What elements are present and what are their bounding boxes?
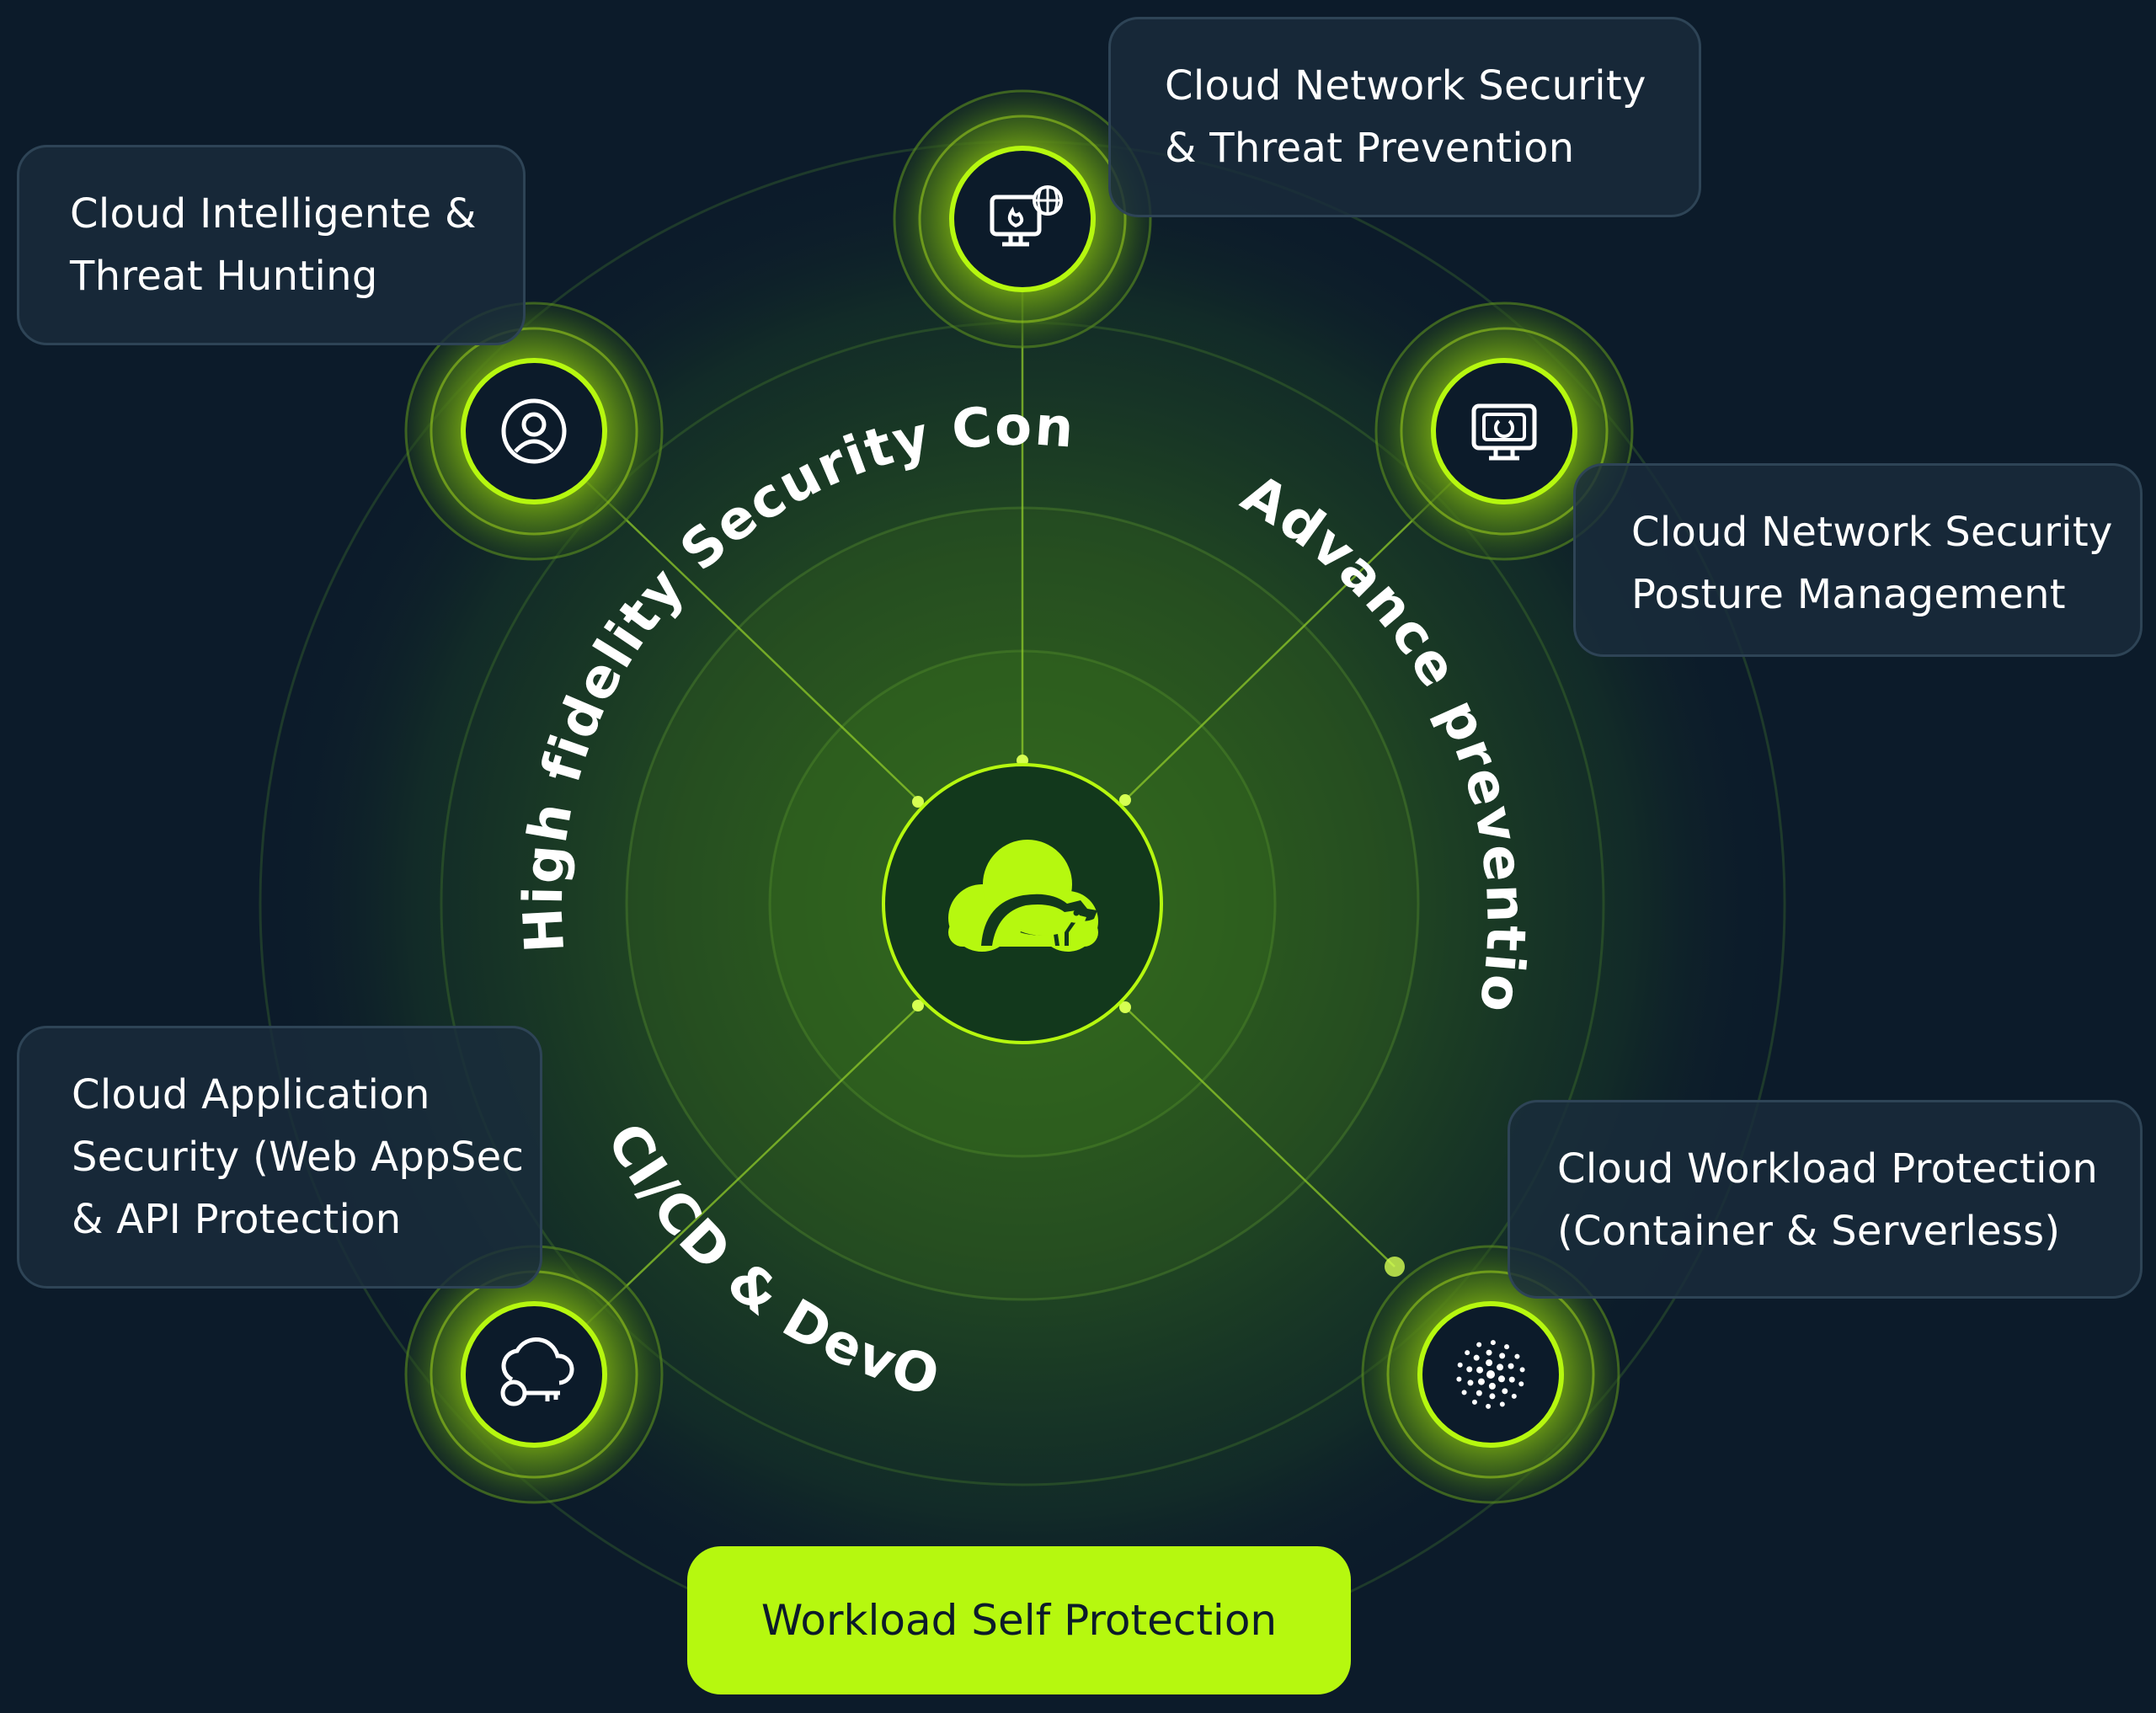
monitor-fire-globe-icon	[990, 185, 1063, 247]
node-outer-ring	[1374, 302, 1634, 561]
center-hub	[882, 763, 1163, 1044]
node-outer-ring	[893, 89, 1152, 349]
user-icon	[501, 398, 567, 464]
dot	[912, 1000, 924, 1011]
node-mid-ring	[1386, 1270, 1595, 1479]
dot-burst-icon	[1456, 1340, 1525, 1409]
node-outer-ring	[1361, 1245, 1620, 1504]
node-cloud-network-security	[893, 89, 1152, 349]
dot	[1119, 1001, 1131, 1013]
card-cloud-application-security: Cloud Application Security (Web AppSec &…	[17, 1026, 542, 1289]
node-cloud-workload-protection	[1361, 1245, 1620, 1504]
node-cloud-intelligence	[404, 302, 664, 561]
workload-self-protection-button[interactable]: Workload Self Protection	[687, 1546, 1351, 1694]
node-mid-ring	[430, 327, 638, 536]
card-cloud-network-security-threat-prevention: Cloud Network Security & Threat Preventi…	[1108, 17, 1701, 217]
satellite-nodes	[404, 89, 1634, 1504]
card-cloud-intelligence-threat-hunting: Cloud Intelligente & Threat Hunting	[17, 145, 526, 345]
node-cloud-security-posture	[1374, 302, 1634, 561]
node-inner-circle	[461, 358, 607, 504]
cloud-bear-logo-icon	[948, 840, 1098, 952]
card-cloud-network-security-posture-management: Cloud Network Security Posture Managemen…	[1573, 463, 2143, 657]
dot	[912, 796, 924, 808]
dot	[1119, 794, 1131, 806]
node-mid-ring	[918, 115, 1127, 323]
node-outer-ring	[404, 302, 664, 561]
node-mid-ring	[1400, 327, 1609, 536]
node-inner-circle	[1431, 358, 1577, 504]
connector-bottom-right	[1124, 1006, 1396, 1267]
monitor-refresh-icon	[1471, 403, 1537, 461]
card-cloud-workload-protection: Cloud Workload Protection (Container & S…	[1508, 1100, 2143, 1299]
node-inner-circle	[461, 1301, 607, 1448]
cloud-key-icon	[500, 1337, 574, 1406]
dot	[1385, 1257, 1405, 1277]
